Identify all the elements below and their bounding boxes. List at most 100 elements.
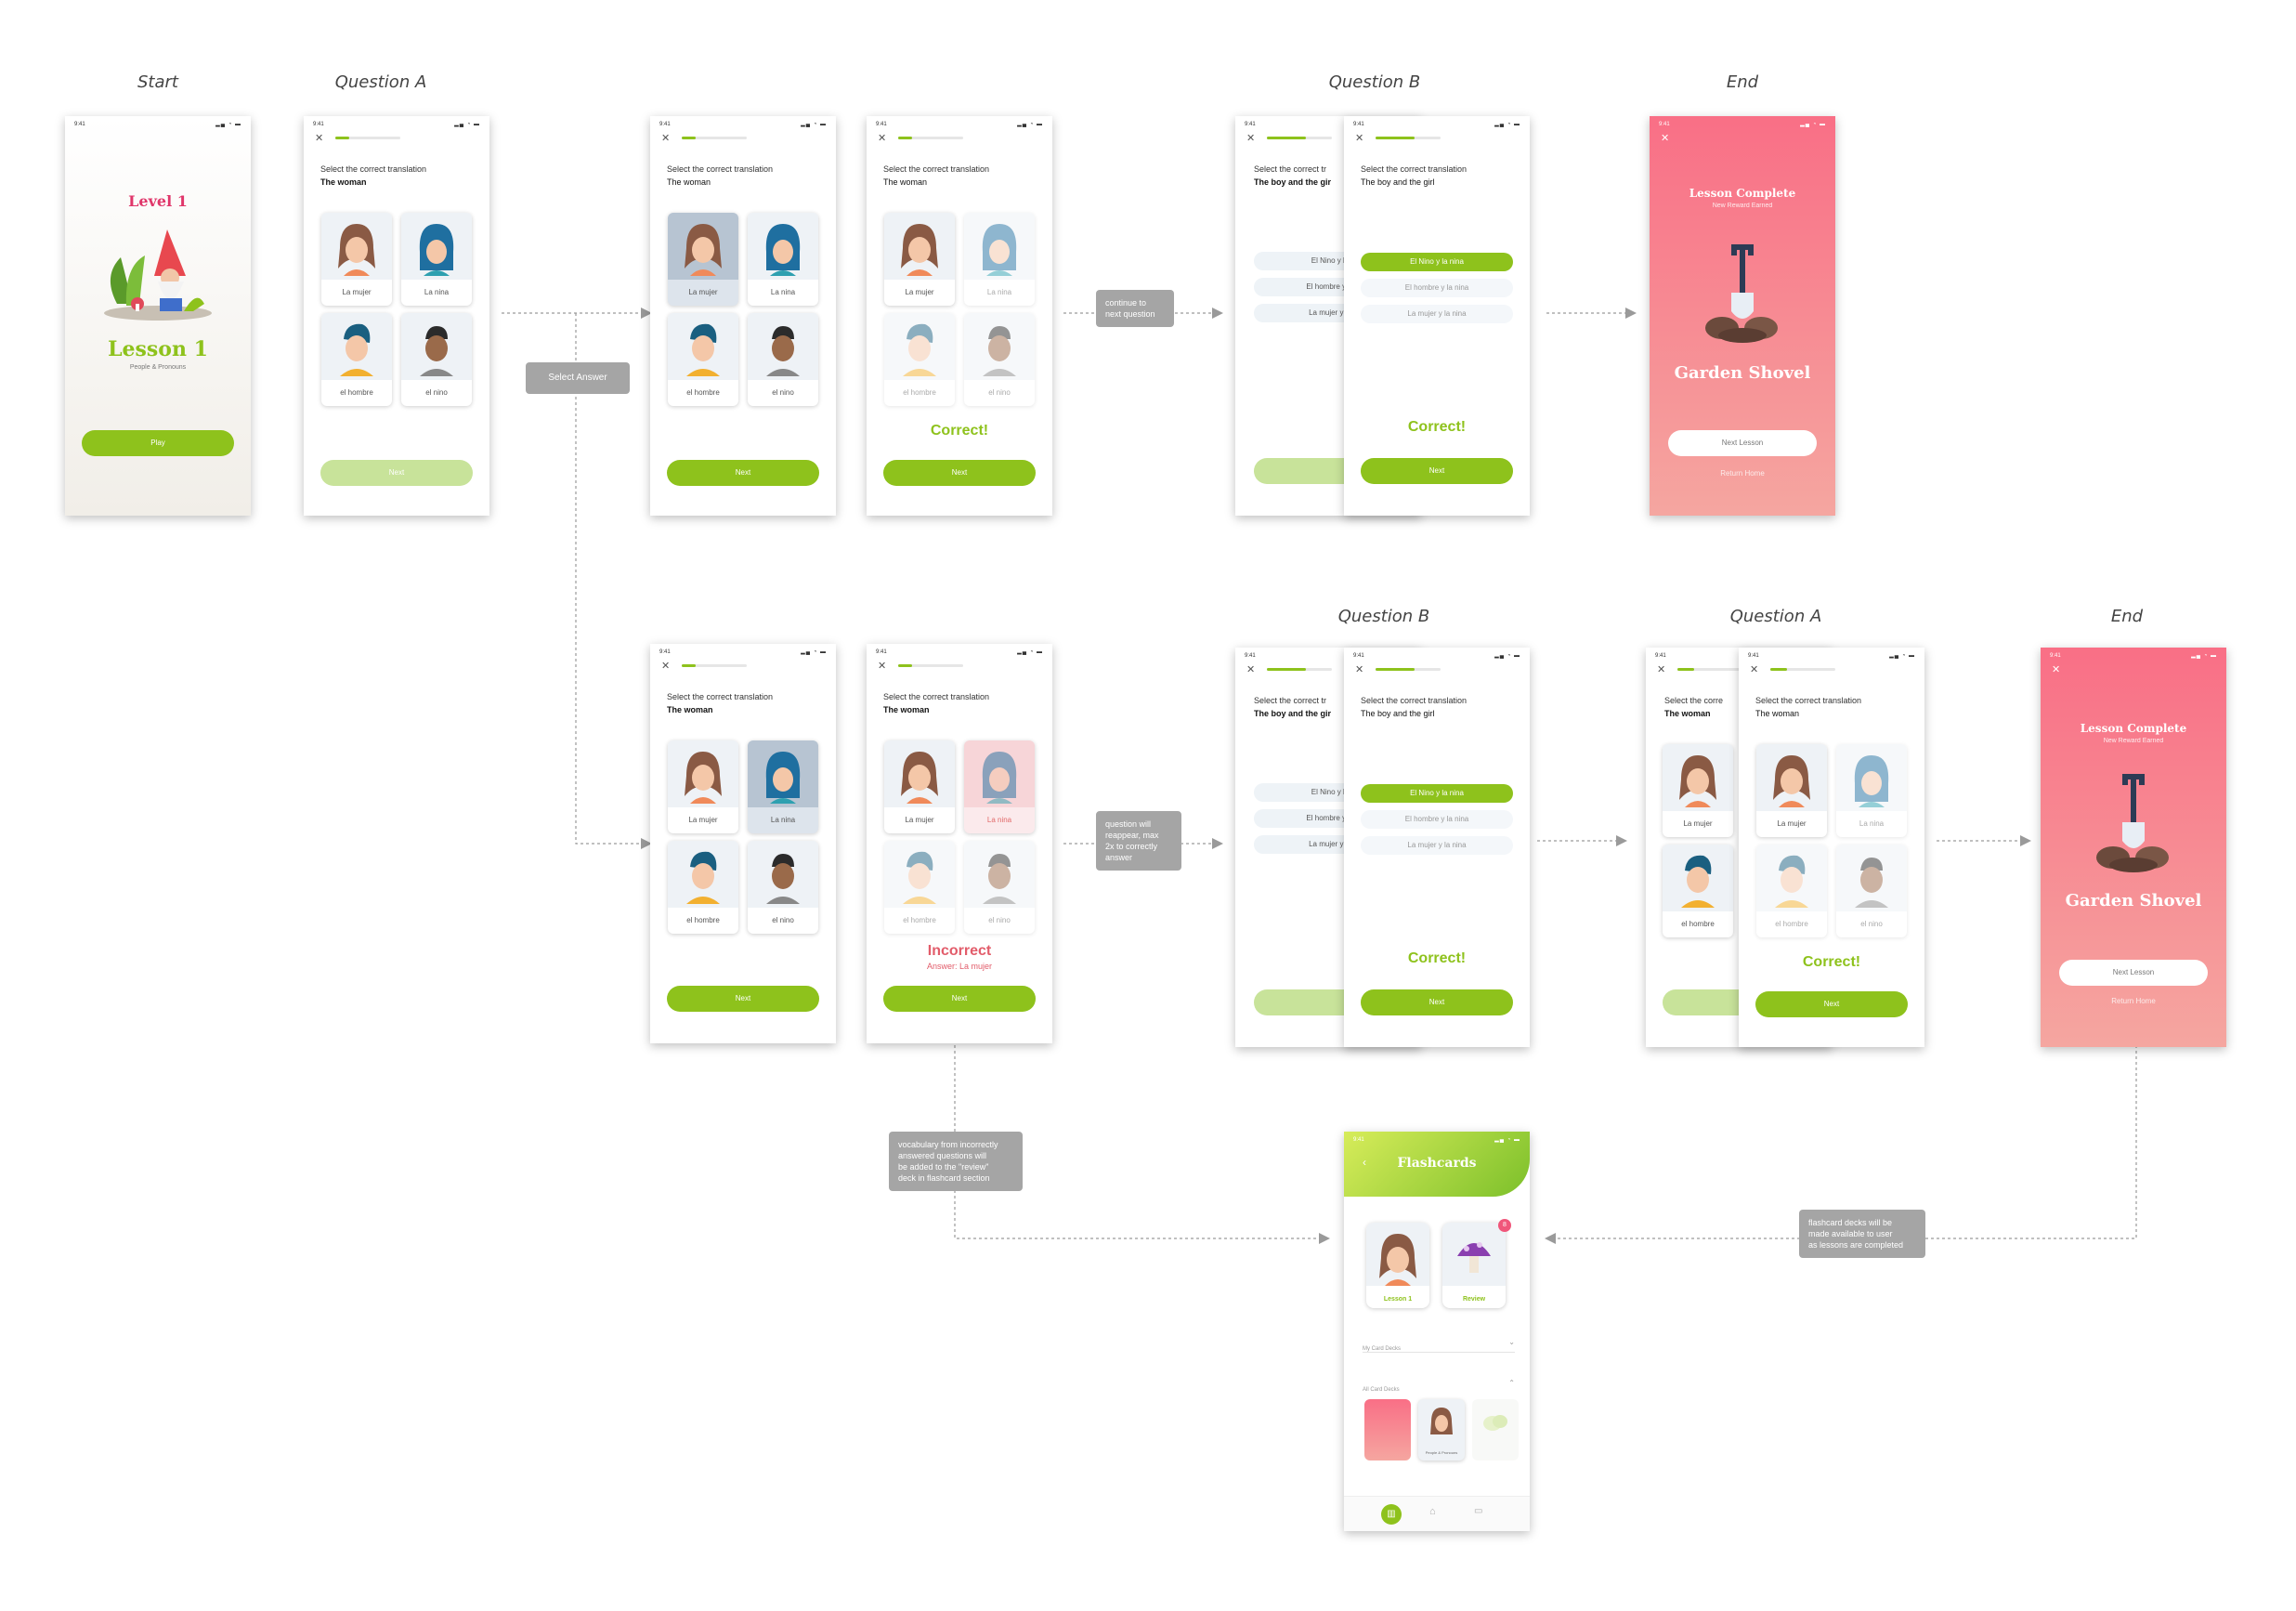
option-card[interactable]: el hombre [668,313,738,406]
option-card[interactable]: La mujer [1663,744,1733,837]
chevron-left-icon[interactable]: ‹ [1363,1156,1366,1169]
close-icon[interactable]: ✕ [1750,664,1759,675]
close-icon[interactable]: ✕ [2052,664,2061,675]
next-button[interactable]: Next [667,986,819,1012]
close-icon[interactable]: ✕ [878,133,887,144]
next-button[interactable]: Next [883,986,1036,1012]
option-card[interactable]: La nina [748,213,818,306]
next-button[interactable]: Next [883,460,1036,486]
all-decks-section[interactable]: All Card Decks ⌃ [1363,1379,1515,1394]
option-card-wrong: La nina [964,740,1035,833]
option-card[interactable]: La mujer [668,740,738,833]
close-icon[interactable]: ✕ [315,133,324,144]
reward-name: Garden Shovel [2065,891,2202,910]
next-lesson-button[interactable]: Next Lesson [1668,430,1817,456]
answer-option-selected[interactable]: El Nino y la nina [1361,784,1513,803]
answer-option[interactable]: El hombre y la nina [1361,279,1513,297]
next-button[interactable]: Next [1361,458,1513,484]
option-label: el hombre [686,916,720,924]
note-line: answered questions will [898,1151,987,1160]
option-card-selected[interactable]: La mujer [884,213,955,306]
option-label: el hombre [1775,920,1808,928]
home-icon[interactable]: ⌂ [1429,1506,1436,1517]
option-card-selected[interactable]: La mujer [1756,744,1827,837]
chat-icon[interactable]: ▭ [1474,1506,1483,1516]
status-icons: ▂▄ ◔ ▬ [1494,122,1520,127]
my-decks-section[interactable]: My Card Decks ⌄ [1363,1338,1515,1353]
status-time: 9:41 [1245,122,1256,127]
close-icon[interactable]: ✕ [661,133,671,144]
next-lesson-button[interactable]: Next Lesson [2059,960,2208,986]
return-home-link[interactable]: Return Home [1720,469,1765,478]
close-icon[interactable]: ✕ [1355,133,1364,144]
boy-face-icon [766,854,800,904]
option-card[interactable]: el hombre [668,841,738,934]
answer-option[interactable]: El hombre y la nina [1361,810,1513,829]
option-card-selected[interactable]: La nina [748,740,818,833]
close-icon[interactable]: ✕ [1657,664,1666,675]
prompt-text: Select the correct translation [883,692,990,701]
deck-card-review[interactable]: Review [1442,1223,1506,1308]
answer-option[interactable]: La mujer y la nina [1361,836,1513,855]
question-a-screen: 9:41 ▂▄ ◔ ▬ ✕ Select the correct transla… [304,116,489,516]
return-home-link[interactable]: Return Home [2111,997,2156,1005]
option-label: La nina [986,816,1012,824]
deck-card-lesson[interactable]: Lesson 1 [1366,1223,1429,1308]
option-label: La nina [770,816,796,824]
next-button[interactable]: Next [1755,991,1908,1017]
label-end-bottom: End [2110,607,2144,626]
status-time: 9:41 [1748,653,1759,659]
option-card[interactable]: el nino [401,313,472,406]
status-icons: ▂▄ ◔ ▬ [1494,653,1520,659]
next-button[interactable]: Next [1361,989,1513,1015]
option-label: La mujer [342,288,372,296]
option-label: La mujer [688,288,718,296]
cards-nav-icon[interactable]: ▥ [1381,1504,1402,1525]
note-line: be added to the "review" [898,1162,989,1172]
option-label: La nina [986,288,1012,296]
target-word: The woman [883,705,930,714]
progress-bar [682,664,747,667]
prompt-text: Select the correct translation [320,164,427,174]
status-icons: ▂▄ ◔ ▬ [1494,1137,1520,1143]
speech-bubble-icon [1483,1415,1507,1431]
option-card: el hombre [1756,845,1827,937]
status-icons: ▂▄ ◔ ▬ [2191,653,2217,659]
close-icon[interactable]: ✕ [1661,133,1670,144]
close-icon[interactable]: ✕ [1246,133,1256,144]
prompt-text: Select the correct tr [1254,696,1327,705]
deck-thumb-faded[interactable] [1472,1399,1519,1460]
status-time: 9:41 [1245,653,1256,659]
answer-option-selected[interactable]: El Nino y la nina [1361,253,1513,271]
note-continue: continue to next question [1096,290,1174,327]
woman-face-icon [1773,755,1810,807]
target-word: The boy and the girl [1361,177,1435,187]
status-icons: ▂▄ ◔ ▬ [1800,122,1826,127]
option-card[interactable]: el hombre [321,313,392,406]
end-screen: 9:41 ▂▄ ◔ ▬ ✕ Lesson Complete New Reward… [1650,116,1835,516]
play-button[interactable]: Play [82,430,234,456]
option-card[interactable]: el hombre [1663,845,1733,937]
deck-thumb-people[interactable]: People & Pronouns [1418,1399,1465,1460]
option-card[interactable]: La mujer [321,213,392,306]
option-card-selected[interactable]: La mujer [668,213,738,306]
option-card[interactable]: el nino [748,313,818,406]
progress-bar [1770,668,1835,671]
option-card[interactable]: el nino [748,841,818,934]
deck-thumb-pink[interactable] [1364,1399,1411,1460]
option-card[interactable]: La nina [401,213,472,306]
close-icon[interactable]: ✕ [661,661,671,672]
answer-option[interactable]: La mujer y la nina [1361,305,1513,323]
close-icon[interactable]: ✕ [1355,664,1364,675]
label-question-a-bottom: Question A [1729,607,1822,626]
man-face-icon [903,323,936,376]
progress-bar [1376,137,1441,139]
woman-face-icon [1379,1234,1416,1286]
reward-subtitle: New Reward Earned [1712,203,1773,209]
next-button[interactable]: Next [320,460,473,486]
close-icon[interactable]: ✕ [878,661,887,672]
note-line: reappear, max [1105,831,1159,840]
close-icon[interactable]: ✕ [1246,664,1256,675]
next-button[interactable]: Next [667,460,819,486]
